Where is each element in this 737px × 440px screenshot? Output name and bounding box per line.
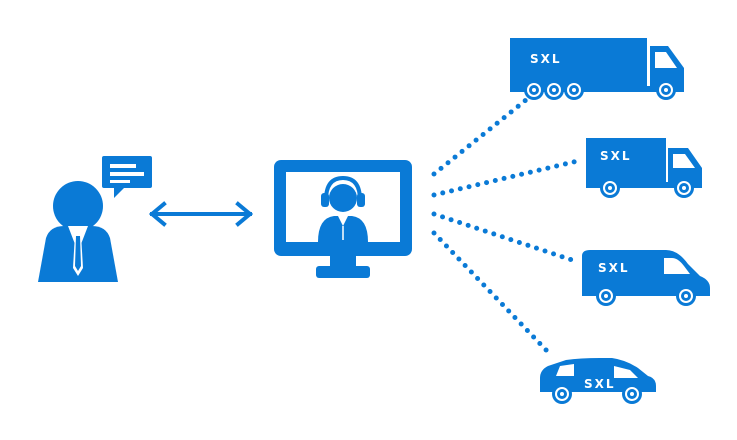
box-truck-brand: SXL — [600, 149, 632, 163]
semi-truck-icon: SXL — [510, 38, 684, 100]
connection-van — [431, 211, 581, 265]
car-brand: SXL — [584, 377, 616, 391]
connection-box-truck — [431, 157, 585, 198]
dotted-connections — [431, 97, 585, 355]
speech-bubble-icon — [102, 156, 152, 198]
businessman-icon — [38, 181, 118, 282]
box-truck-icon: SXL — [586, 138, 702, 198]
car-icon: SXL — [540, 358, 656, 404]
van-icon: SXL — [582, 250, 710, 306]
semi-truck-brand: SXL — [530, 52, 562, 66]
double-arrow-icon — [148, 201, 254, 227]
van-brand: SXL — [598, 261, 630, 275]
headset-operator-icon — [318, 175, 368, 242]
connection-car — [431, 230, 551, 355]
connection-semi-truck — [431, 97, 529, 177]
